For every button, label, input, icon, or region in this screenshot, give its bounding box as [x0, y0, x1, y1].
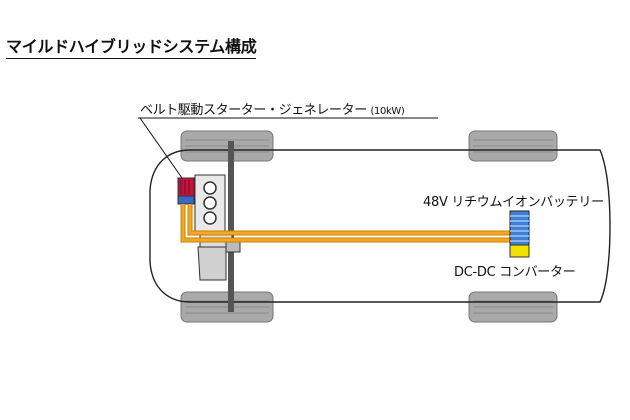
dcdc-label: DC-DC コンバーター — [454, 265, 576, 280]
generator-label-text: ベルト駆動スターター・ジェネレーター — [140, 103, 367, 118]
generator-label: ベルト駆動スターター・ジェネレーター (10kW) — [140, 99, 405, 118]
battery-label: 48V リチウムイオンバッテリー — [423, 195, 604, 210]
tire-front-left — [180, 130, 274, 162]
page-title: マイルドハイブリッドシステム構成 — [6, 33, 257, 59]
dcdc-converter — [509, 244, 530, 258]
starter-generator — [177, 177, 195, 205]
tire-rear-right — [468, 291, 558, 323]
front-axle — [228, 141, 234, 312]
generator-power-text: (10kW) — [370, 106, 405, 117]
wiring-harness — [180, 204, 510, 243]
lithium-ion-battery — [509, 210, 530, 246]
tire-rear-left — [468, 130, 558, 162]
generator-leader-diagonal — [139, 117, 183, 179]
engine-block — [194, 174, 226, 236]
tire-front-right — [180, 291, 274, 323]
car-body-outline — [149, 149, 611, 303]
